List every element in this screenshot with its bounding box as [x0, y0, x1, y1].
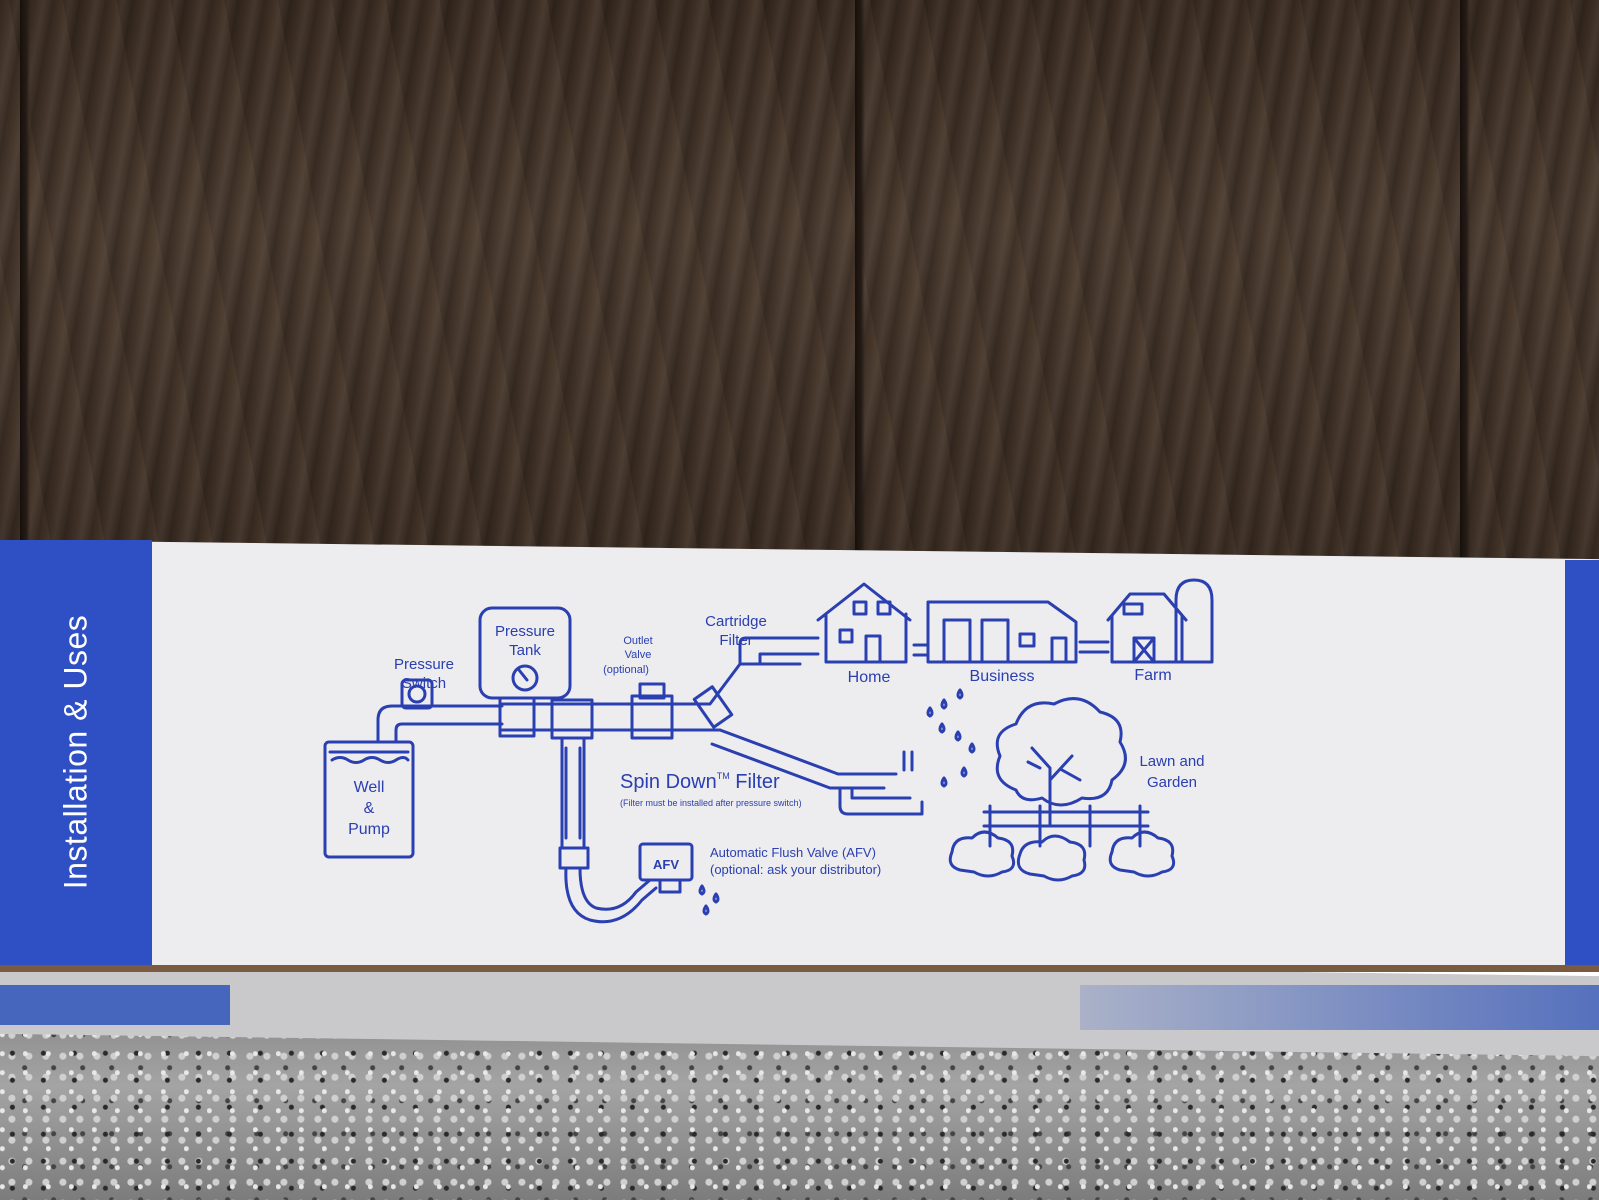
afv-note: (optional: ask your distributor)	[710, 862, 881, 877]
business-icon	[926, 600, 1078, 664]
blue-side-band-right	[1565, 560, 1599, 965]
afv-icon	[564, 842, 720, 924]
wood-plank-seam	[1460, 0, 1470, 560]
well-pump-label-1: Well	[354, 779, 385, 796]
outlet-valve-icon	[630, 682, 674, 740]
afv-box-label: AFV	[653, 857, 679, 872]
pressure-switch-label-1: Pressure	[394, 656, 454, 673]
yard-pipe	[710, 728, 924, 816]
spin-down-note: (Filter must be installed after pressure…	[620, 798, 802, 808]
wood-wall-background	[0, 0, 1599, 560]
pressure-tank-icon	[478, 606, 572, 738]
outlet-valve-label-3: (optional)	[603, 664, 649, 676]
lawn-garden-label-2: Garden	[1147, 774, 1197, 791]
spin-down-fitting	[550, 698, 594, 870]
well-pump-icon	[323, 740, 415, 859]
cartridge-filter-icon	[692, 685, 734, 729]
farm-label: Farm	[1134, 667, 1171, 684]
home-icon	[816, 582, 912, 664]
box-front-blue-stripe	[1080, 985, 1599, 1030]
spin-down-filter-label: Spin DownTM Filter	[620, 771, 780, 793]
box-front-blue-stripe	[0, 985, 230, 1025]
outlet-valve-label-1: Outlet	[623, 635, 652, 647]
business-label: Business	[970, 668, 1035, 685]
well-pump-label-2: &	[364, 800, 375, 817]
blue-side-band	[0, 540, 152, 965]
spin-down-name: Spin Down	[620, 771, 717, 793]
afv-title: Automatic Flush Valve (AFV)	[710, 845, 876, 860]
cartridge-filter-label-1: Cartridge	[705, 613, 767, 630]
pressure-tank-label-1: Pressure	[495, 623, 555, 640]
well-pump-label-3: Pump	[348, 821, 390, 838]
pressure-switch-label-2: Switch	[402, 675, 446, 692]
sprinkler-icon	[902, 688, 976, 788]
main-pipe	[376, 662, 802, 744]
wood-plank-seam	[855, 0, 865, 560]
lawn-garden-label-1: Lawn and	[1139, 753, 1204, 770]
farm-icon	[1106, 578, 1214, 664]
pressure-switch-icon	[400, 678, 434, 710]
spin-down-suffix: Filter	[730, 771, 780, 793]
lawn-garden-icon	[948, 697, 1176, 882]
pressure-tank-label-2: Tank	[509, 642, 541, 659]
outlet-valve-label-2: Valve	[625, 649, 652, 661]
building-line	[738, 636, 1110, 666]
wood-plank-seam	[20, 0, 30, 560]
trademark-mark: TM	[717, 771, 730, 781]
home-label: Home	[848, 669, 891, 686]
box-top-panel	[0, 540, 1599, 965]
cartridge-filter-label-2: Filter	[719, 632, 752, 649]
